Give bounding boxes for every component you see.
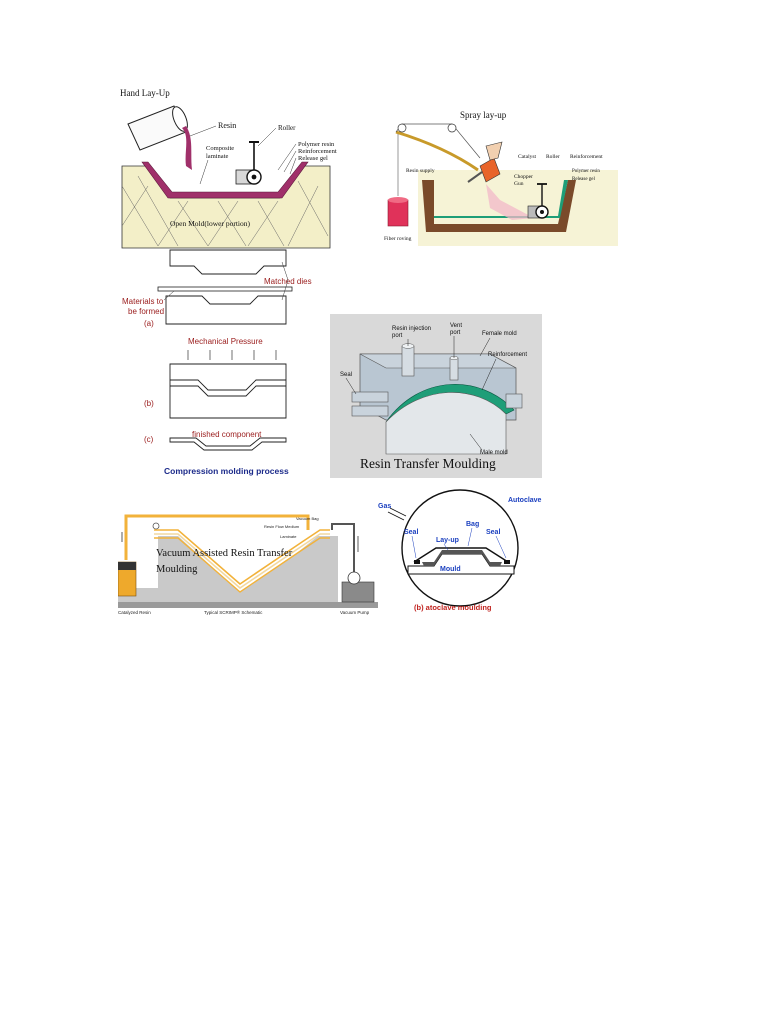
- label-a: (a): [144, 319, 154, 328]
- hand-layup-diagram: Hand Lay-Up Resin Roller: [120, 88, 337, 249]
- resin-bucket: [127, 105, 192, 170]
- label-c: (c): [144, 435, 154, 444]
- materials-label-line1: Materials to: [122, 297, 164, 306]
- resin-injection-port: [401, 345, 415, 377]
- vacuum-bag-label: Vacuum Bag: [296, 516, 319, 521]
- catalyzed-resin-label: Catalyzed Resin: [118, 610, 151, 615]
- seal-flange-left: [351, 391, 389, 403]
- vartm-mold: [118, 536, 338, 602]
- spray-mold: [422, 180, 576, 232]
- seal-left-label: Seal: [404, 529, 418, 536]
- release-gel-label: Release gel: [298, 155, 328, 162]
- catalyzed-resin-container: [118, 561, 137, 597]
- vacuum-tube: [331, 523, 355, 578]
- vacuum-pump: [341, 571, 375, 603]
- composite-label: Composite: [206, 145, 234, 152]
- vent-label-line1: Vent: [450, 323, 462, 329]
- mechanical-pressure-label: Mechanical Pressure: [188, 337, 263, 346]
- roller-label: Roller: [278, 124, 296, 132]
- scrimp-schematic-label: Typical SCRIMP® Schematic: [204, 609, 263, 615]
- laminate-label: laminate: [206, 153, 228, 160]
- vartm-caption-line2: Moulding: [156, 564, 198, 575]
- compression-diagram: Matched dies Materials to be formed (a) …: [122, 249, 312, 476]
- upper-die: [169, 249, 287, 275]
- vent-label-line2: port: [450, 330, 461, 336]
- spray-roller: [527, 183, 549, 219]
- open-mold: [121, 165, 331, 249]
- bag-label: Bag: [466, 521, 479, 528]
- spray-release-gel-label: Release gel: [572, 177, 596, 182]
- vartm-panel: Vacuum Bag Resin Flow Medium Laminate Va…: [118, 502, 378, 616]
- seal-label: Seal: [340, 372, 352, 378]
- catalyst-label: Catalyst: [518, 154, 536, 160]
- finished-component: [169, 437, 287, 451]
- composite-laminate: [141, 161, 309, 199]
- closed-dies: [169, 363, 287, 419]
- male-mold-label: Male mold: [480, 450, 508, 456]
- seal-left: [414, 560, 420, 564]
- mould-label: Mould: [440, 566, 461, 573]
- rtm-diagram: Resin injection port Vent port Female mo…: [340, 323, 527, 471]
- polymer-resin-label: Polymer resin: [298, 141, 335, 148]
- autoclave-caption: (b) atoclave moulding: [414, 603, 492, 612]
- seal-right: [504, 560, 510, 564]
- spray-roller-label: Roller: [546, 154, 560, 160]
- gas-inlet: [387, 507, 407, 521]
- mold-hatching: [121, 175, 329, 247]
- compression-panel: Matched dies Materials to be formed (a) …: [118, 244, 330, 480]
- resin-supply-tube: [395, 130, 479, 172]
- spray-layup-diagram: Spray lay-up Resin suppl: [382, 100, 620, 246]
- vartm-diagram: Vacuum Bag Resin Flow Medium Laminate Va…: [118, 514, 378, 615]
- compression-caption: Compression molding process: [164, 466, 289, 476]
- fiber-roving-label: Fiber roving: [384, 236, 412, 242]
- layup-label: Lay-up: [436, 537, 459, 544]
- rtm-reinforcement-label: Reinforcement: [488, 352, 527, 358]
- spray-cone: [486, 184, 534, 220]
- seal-right-label: Seal: [486, 529, 500, 536]
- chopper-gun: [467, 141, 503, 183]
- fiber-spool: [387, 134, 409, 227]
- resin-flow-medium-label: Resin Flow Medium: [264, 524, 300, 529]
- rtm-panel: Resin injection port Vent port Female mo…: [330, 314, 542, 478]
- vacuum-pump-label: Vacuum Pump: [340, 610, 370, 615]
- roller: [235, 141, 262, 185]
- autoclave-label: Autoclave: [508, 497, 542, 504]
- spray-layup-panel: Spray lay-up Resin suppl: [382, 100, 620, 246]
- layup: [422, 550, 502, 566]
- lower-die: [165, 295, 287, 325]
- autoclave-diagram: Gas Autoclave Seal Bag Seal Lay-up Mould…: [378, 489, 542, 612]
- material-sheet: [157, 286, 293, 292]
- chopper-label: Chopper: [514, 174, 533, 180]
- resin-injection-label-line1: Resin injection: [392, 326, 431, 332]
- vartm-laminate-label: Laminate: [280, 534, 297, 539]
- label-b: (b): [144, 399, 154, 408]
- vacuum-bag: [413, 547, 509, 563]
- female-mold-label: Female mold: [482, 331, 517, 337]
- spray-reinforcement-label: Reinforcement: [570, 153, 603, 160]
- seal-flange-right: [505, 393, 523, 409]
- autoclave-panel: Gas Autoclave Seal Bag Seal Lay-up Mould…: [378, 488, 542, 616]
- gun-label: Gun: [514, 181, 524, 187]
- spray-layup-title: Spray lay-up: [460, 110, 507, 120]
- materials-label-line2: be formed: [128, 307, 164, 316]
- open-mold-label: Open Mold(lower portion): [170, 219, 250, 228]
- hand-layup-title: Hand Lay-Up: [120, 88, 170, 98]
- finished-component-label: finished component: [192, 430, 262, 439]
- rtm-caption: Resin Transfer Moulding: [360, 456, 496, 471]
- resin-supply-label: Resin supply: [406, 168, 435, 174]
- gas-label: Gas: [378, 503, 391, 510]
- resin-tube: [124, 514, 310, 560]
- resin-label: Resin: [218, 121, 236, 130]
- reinforcement-label: Reinforcement: [298, 148, 337, 155]
- pressure-arrows: [187, 350, 277, 360]
- spray-background: [418, 170, 618, 246]
- hand-layup-panel: Hand Lay-Up Resin Roller: [118, 86, 338, 252]
- spray-polymer-resin-label: Polymer resin: [572, 169, 600, 174]
- resin-injection-label-line2: port: [392, 333, 403, 339]
- vent-port: [449, 357, 459, 381]
- vartm-caption-line1: Vacuum Assisted Resin Transfer: [156, 548, 293, 559]
- male-mold: [385, 392, 507, 455]
- resin-flow-line-1: [154, 529, 330, 586]
